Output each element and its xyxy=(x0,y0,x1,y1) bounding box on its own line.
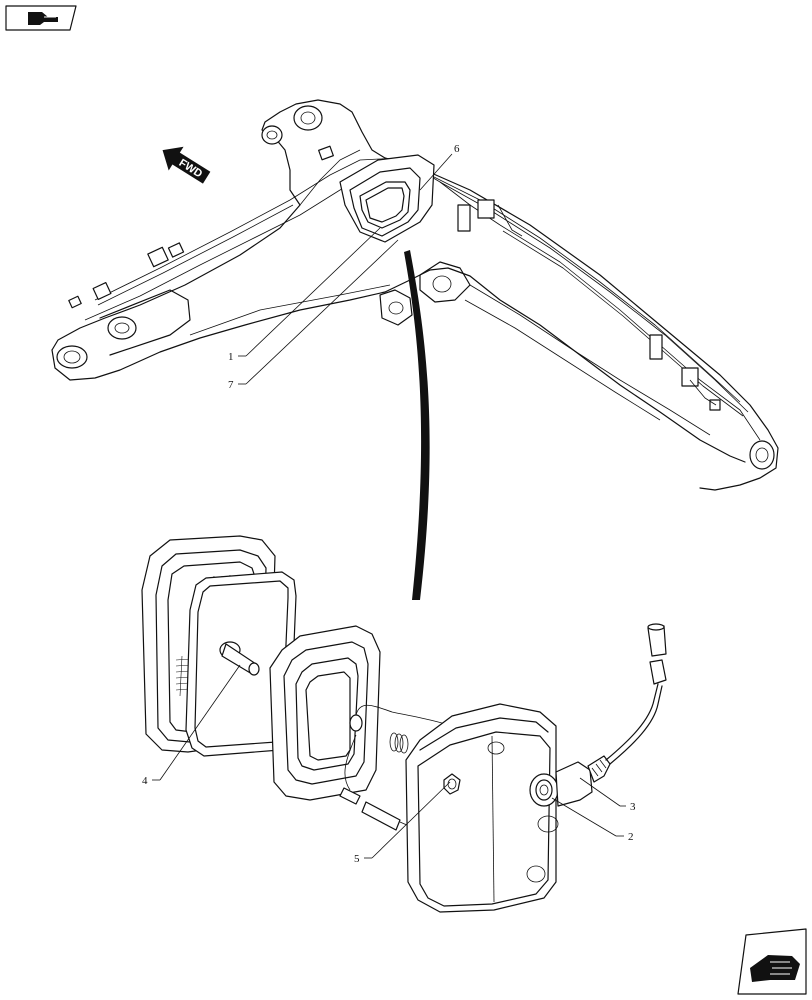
callout-5-leader xyxy=(371,781,451,859)
boom-top-pin xyxy=(293,105,323,131)
light-housing xyxy=(405,703,559,913)
boom-work-light xyxy=(339,154,435,243)
callout-3: 3 xyxy=(630,801,636,813)
next-page-hand-icon xyxy=(750,955,800,982)
boom-assembly xyxy=(51,99,779,491)
callout-labels: 6 1 7 4 5 3 2 xyxy=(142,143,636,865)
callout-7-leader xyxy=(245,239,399,385)
cable-gland xyxy=(529,755,611,807)
boom-foot-pin-right xyxy=(107,316,137,340)
callout-4-leader xyxy=(159,664,241,781)
callout-4: 4 xyxy=(142,775,148,787)
callout-6-leader xyxy=(419,153,453,191)
external-cable xyxy=(605,623,667,765)
callout-3-leader xyxy=(579,777,621,807)
reflector-frame xyxy=(269,625,381,801)
next-page-button[interactable] xyxy=(737,928,807,995)
callout-2: 2 xyxy=(628,831,634,843)
callout-7: 7 xyxy=(228,379,234,391)
detail-arrow xyxy=(404,250,430,600)
callout-1-leader xyxy=(245,227,381,357)
boom-foot-pin-left xyxy=(56,345,88,369)
previous-page-hand-icon xyxy=(28,12,58,25)
forward-direction-arrow: FWD xyxy=(162,146,211,184)
boom-tip-pin xyxy=(749,440,775,470)
bulb xyxy=(219,641,260,676)
callout-6: 6 xyxy=(454,143,460,155)
internal-wire xyxy=(339,704,521,831)
callouts xyxy=(152,153,626,859)
callout-2-leader xyxy=(551,797,617,837)
prev-page-button[interactable] xyxy=(5,5,77,31)
spring xyxy=(389,732,409,754)
callout-5: 5 xyxy=(354,853,360,865)
callout-1: 1 xyxy=(228,351,234,363)
